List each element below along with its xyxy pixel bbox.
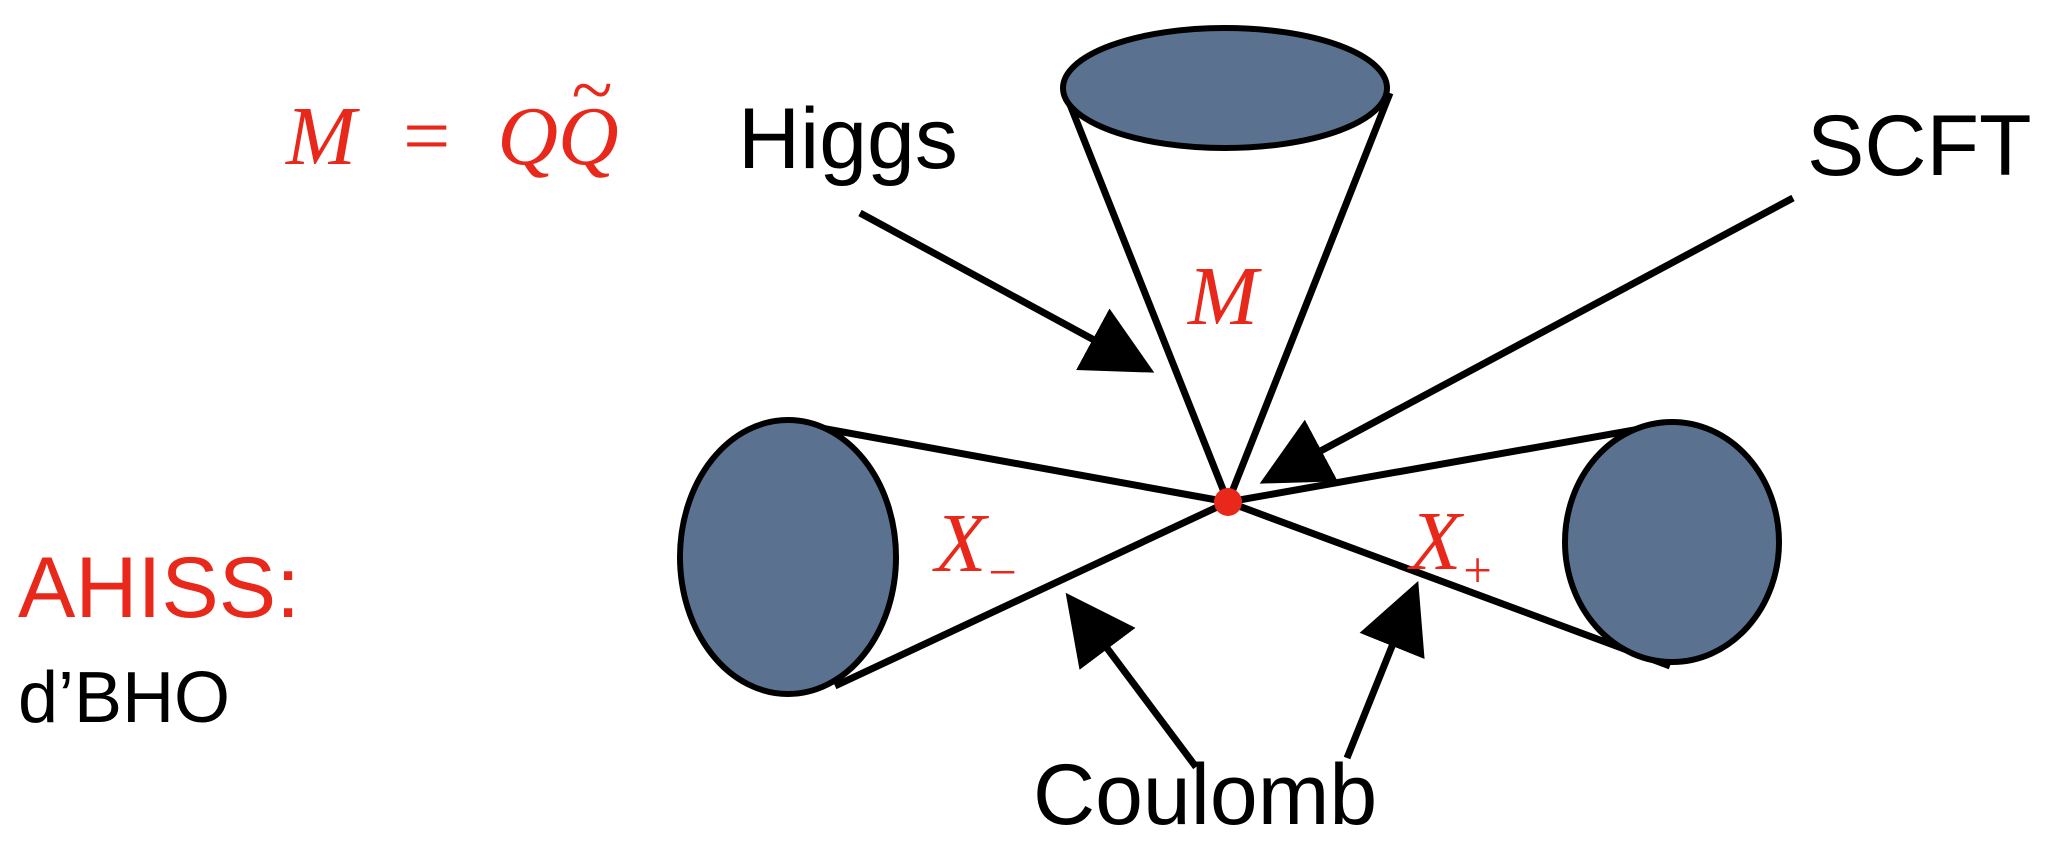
scft-label: SCFT	[1807, 98, 2032, 194]
top-cone	[1060, 25, 1394, 504]
right-cone-upper-edge	[1227, 420, 1669, 506]
right-cone	[1226, 419, 1782, 670]
right-cone-cap	[1562, 419, 1782, 665]
top-cone-right-edge	[1224, 91, 1394, 504]
meson-q: Q	[497, 90, 559, 183]
higgs-label: Higgs	[738, 91, 958, 187]
scft-arrow	[1259, 194, 1795, 484]
right-cone-label-sub: +	[1463, 541, 1492, 598]
top-cone-cap	[1060, 25, 1390, 151]
meson-qtilde: ~Q	[558, 53, 619, 179]
ahiss-label: AHISS:	[18, 540, 300, 636]
right-cone-label-base: X	[1410, 495, 1462, 588]
top-cone-left-edge	[1063, 95, 1232, 504]
left-cone-lower-edge	[833, 498, 1230, 690]
coulomb-label: Coulomb	[1033, 747, 1378, 843]
left-cone-label-sub: −	[988, 543, 1017, 600]
left-cone	[677, 417, 1230, 697]
meson-equation: M = Q~Q	[286, 53, 619, 179]
left-cone-label-base: X	[935, 497, 987, 590]
coulomb-left-arrow	[1065, 592, 1199, 770]
dbho-label: d’BHO	[18, 658, 231, 738]
tilde-mark: ~	[571, 49, 613, 133]
right-cone-lower-edge	[1226, 498, 1672, 670]
meson-qtilde-letter: Q	[558, 90, 619, 183]
coulomb-right-arrow	[1343, 581, 1425, 760]
right-cone-label: X+	[1410, 500, 1492, 595]
left-cone-cap	[677, 417, 899, 697]
origin-point	[1214, 488, 1242, 516]
top-cone-label: M	[1188, 250, 1258, 343]
left-cone-label: X−	[935, 502, 1017, 597]
left-cone-upper-edge	[787, 418, 1229, 506]
meson-lhs: M	[286, 90, 356, 183]
meson-equals: =	[402, 90, 451, 183]
higgs-arrow	[858, 209, 1155, 373]
